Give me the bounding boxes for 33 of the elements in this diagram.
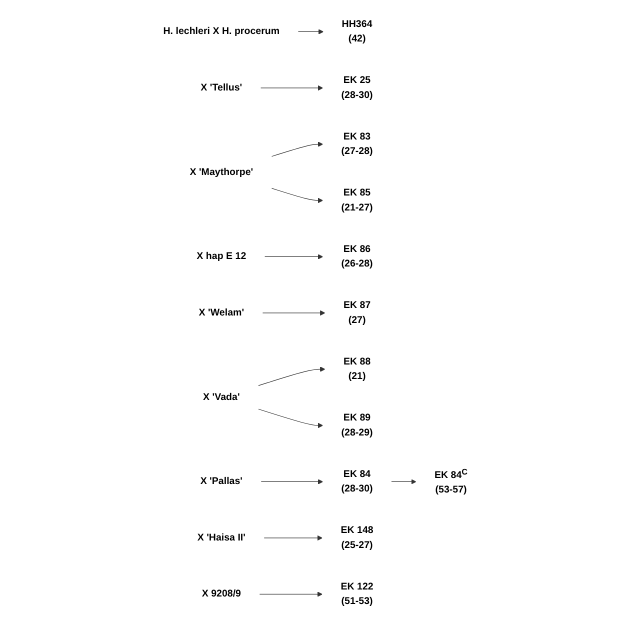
node-text: EK 84$^{C}$ (53-57) — [434, 466, 468, 496]
node-text: X 'Vada' — [203, 392, 240, 402]
node-text: HH364 (42) — [342, 18, 372, 44]
node-text: H. lechleri X H. procerum — [163, 26, 280, 37]
node-text: X 'Maythorpe' — [190, 166, 254, 178]
arrow — [262, 310, 326, 316]
arrow — [271, 142, 324, 157]
arrow — [258, 366, 326, 386]
node-text: X 'Tellus' — [200, 82, 242, 93]
node-text: EK 87 (27) — [344, 300, 371, 326]
arrow — [264, 535, 323, 541]
node-text: X 9208/9 — [202, 588, 242, 600]
node-text: EK 88 (21) — [344, 356, 371, 382]
node-text: EK 148 (25-27) — [340, 525, 374, 550]
arrow — [259, 592, 323, 597]
node-text: X hap E 12 — [196, 251, 246, 262]
node-text: EK 25 (28-30) — [341, 75, 373, 100]
node-text: X 'Welam' — [198, 307, 244, 318]
arrow — [260, 479, 324, 484]
node-text: EK 122 (51-53) — [340, 581, 374, 606]
arrow — [271, 188, 324, 204]
node-text: X 'Pallas' — [200, 476, 243, 487]
arrow — [258, 408, 324, 428]
node-text: X 'Haisa II' — [197, 532, 246, 543]
node-text: EK 86 (26-28) — [341, 244, 373, 269]
node-text: EK 85 (21-27) — [341, 188, 373, 213]
arrow — [390, 479, 416, 484]
arrow — [298, 29, 324, 34]
arrow — [260, 85, 324, 91]
node-text: EK 83 (27-28) — [341, 131, 373, 156]
node-text: EK 89 (28-29) — [341, 412, 373, 438]
node-text: EK 84 (28-30) — [341, 468, 373, 494]
arrow — [264, 254, 324, 260]
